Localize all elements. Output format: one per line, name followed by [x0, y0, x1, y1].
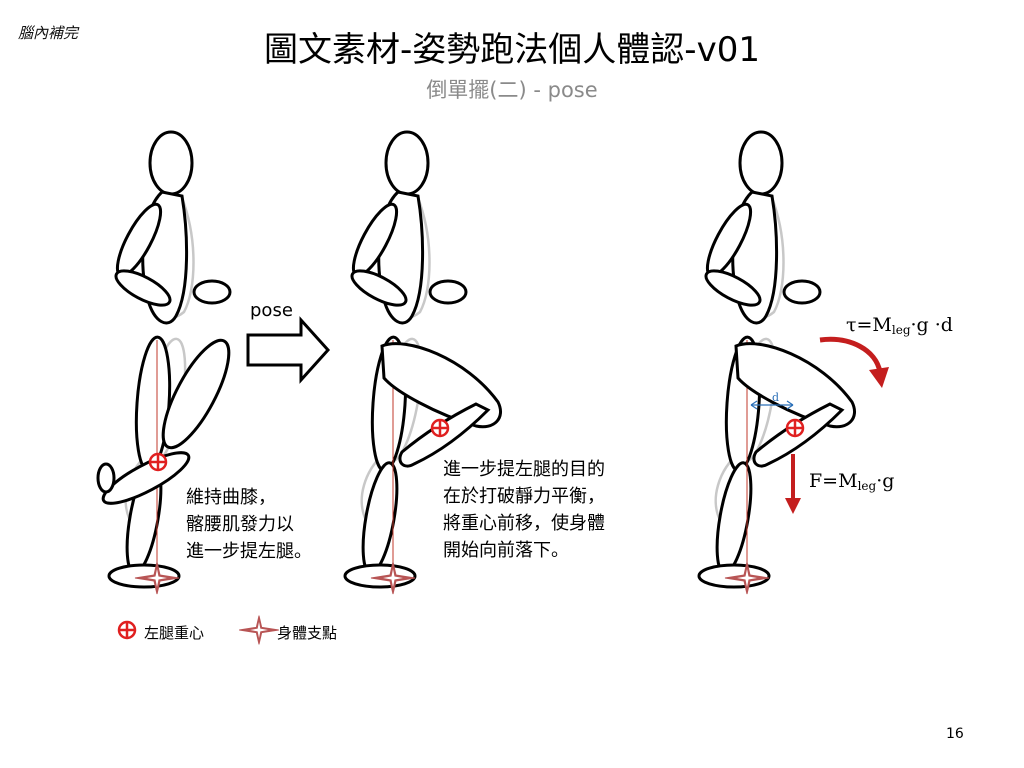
transition-label: pose — [250, 300, 293, 321]
force-suffix: ·g — [876, 470, 895, 492]
force-prefix: F=M — [809, 470, 858, 492]
corner-tag: 腦內補完 — [18, 24, 79, 42]
figure-1-mannequin — [96, 130, 232, 595]
torque-formula: τ=Mleg·g ·d — [846, 314, 953, 337]
page-number: 16 — [946, 726, 964, 742]
force-arrow — [785, 454, 801, 514]
torque-prefix: τ=M — [846, 314, 892, 336]
figure-2-mannequin — [343, 130, 502, 595]
distance-label: d — [772, 391, 780, 404]
torque-subscript: leg — [891, 323, 911, 337]
torque-arrow — [819, 336, 889, 388]
slide-title: 圖文素材-姿勢跑法個人體認-v01 — [264, 30, 760, 70]
transition-arrow — [246, 316, 331, 384]
figure-2-note: 進一步提左腿的目的 在於打破靜力平衡， 將重心前移，使身體 開始向前落下。 — [443, 459, 605, 561]
force-formula: F=Mleg·g — [809, 470, 894, 493]
slide-subtitle: 倒單擺(二) - pose — [426, 78, 598, 102]
legend-pivot-label: 身體支點 — [277, 624, 338, 642]
force-subscript: leg — [857, 479, 877, 493]
torque-suffix: ·g ·d — [910, 314, 953, 336]
figure-3-mannequin — [697, 130, 856, 595]
distance-marker — [750, 400, 794, 410]
legend-cog-label: 左腿重心 — [144, 624, 205, 642]
legend-cog-icon — [117, 620, 137, 640]
legend-pivot-icon — [238, 615, 280, 645]
figure-1-note: 維持曲膝， 髂腰肌發力以 進一步提左腿。 — [186, 487, 312, 562]
